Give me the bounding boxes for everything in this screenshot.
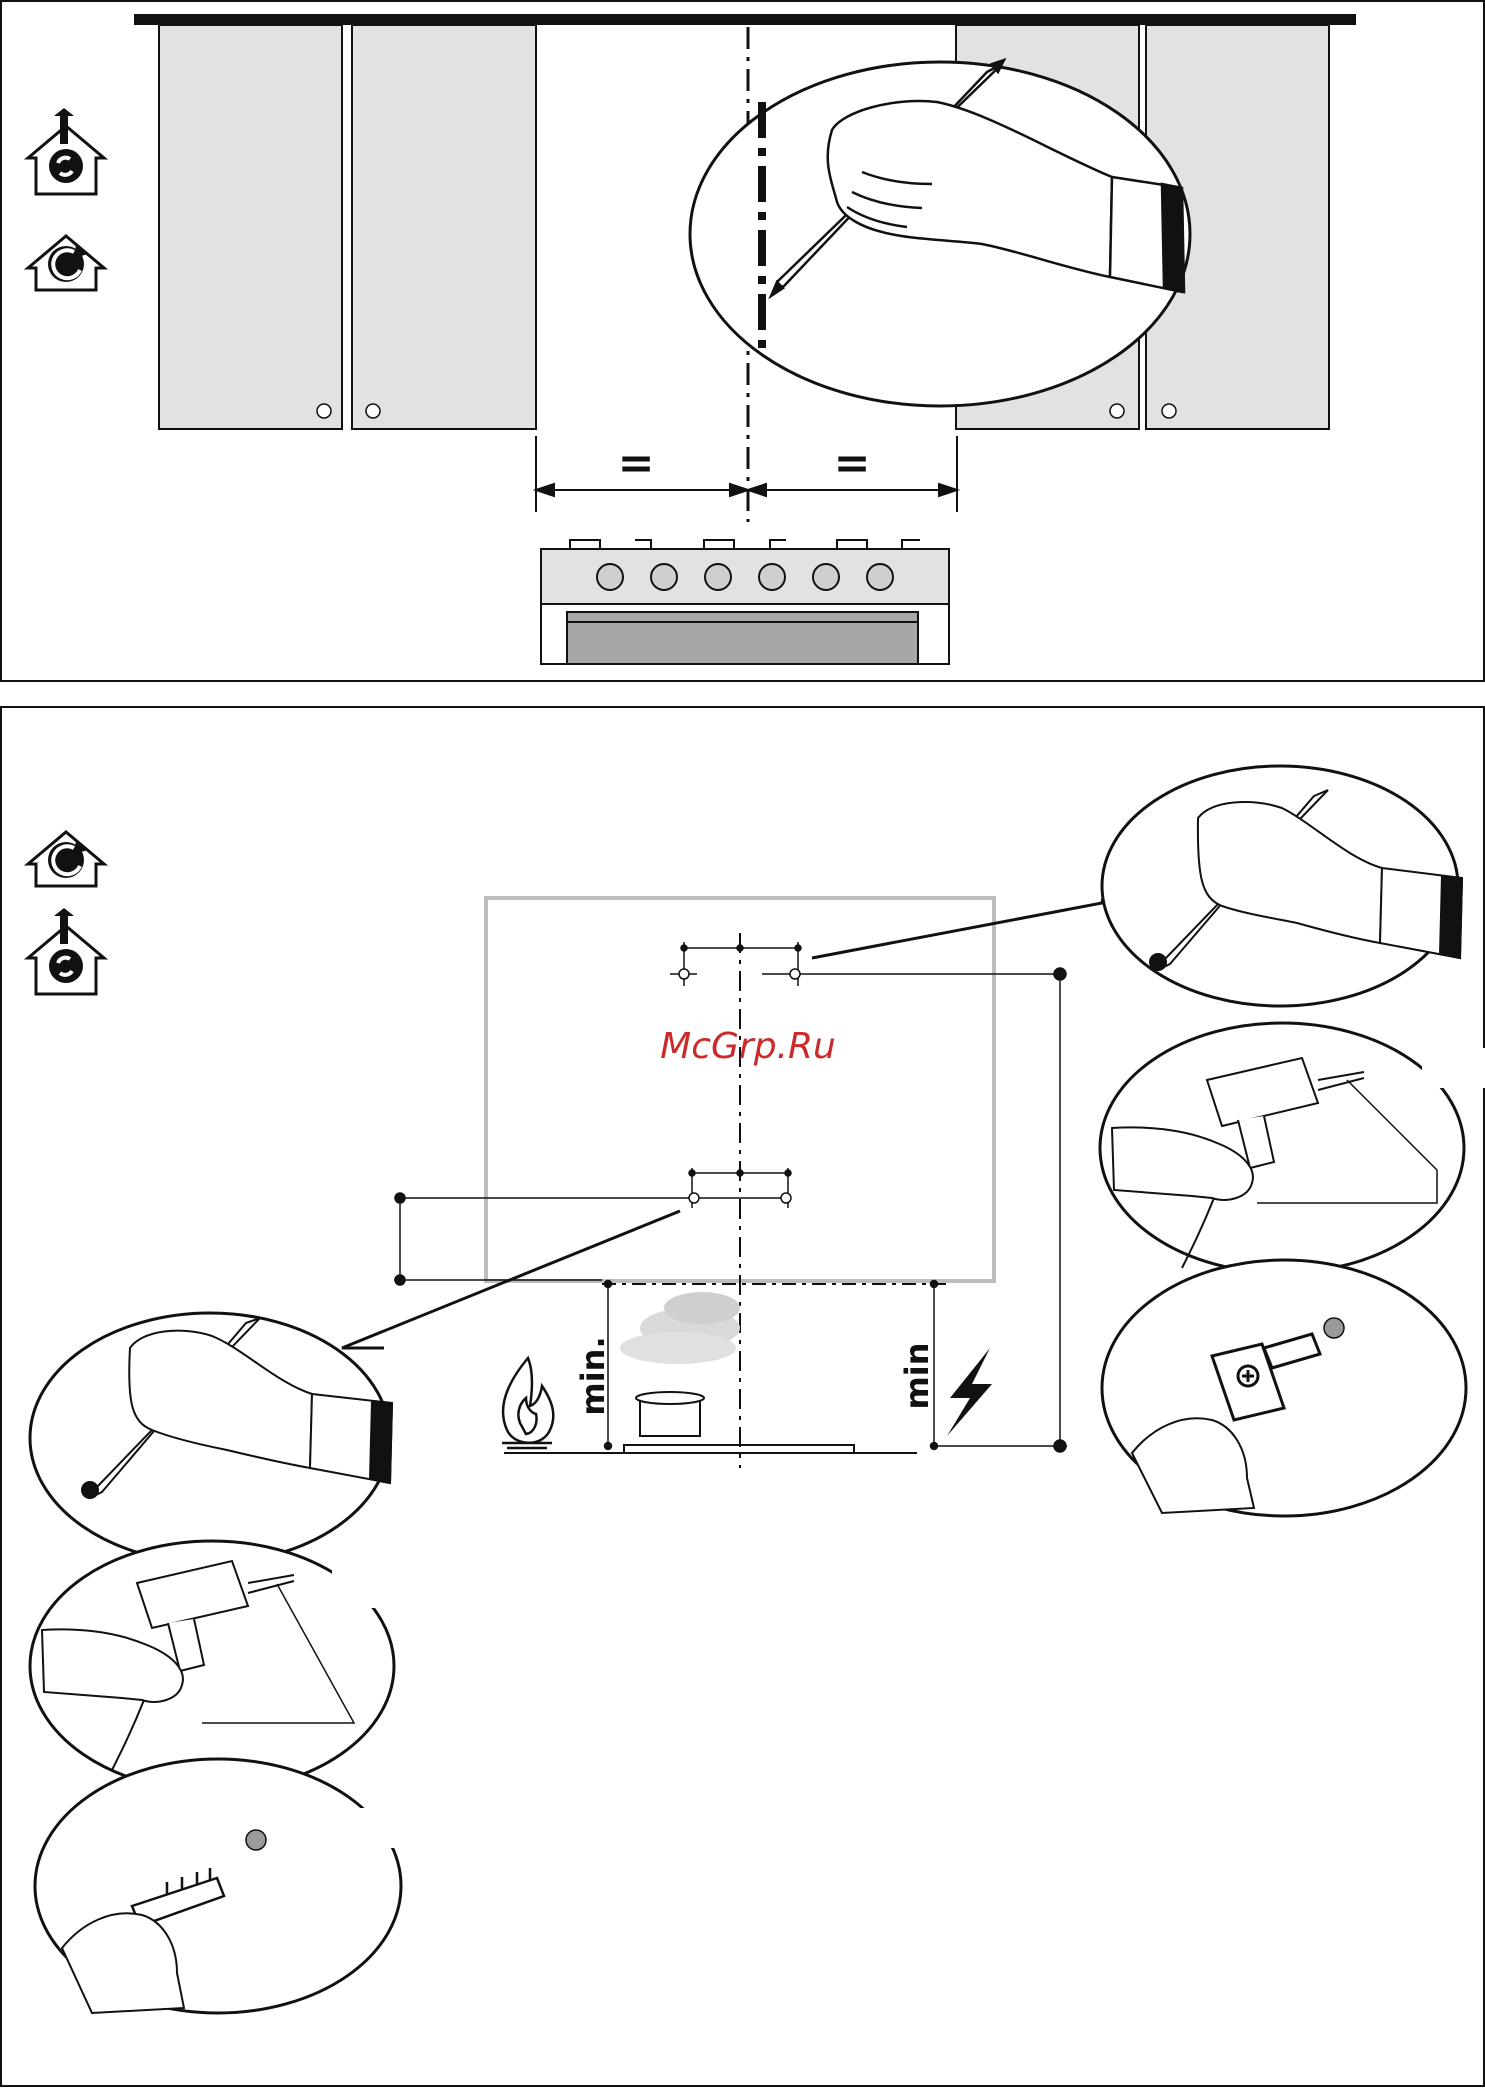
top-panel: = = bbox=[0, 0, 1485, 682]
lightning-bolt-icon bbox=[947, 1348, 992, 1436]
drilling-diagram: min. min McGrp.Ru bbox=[2, 708, 1485, 2089]
left-height-dimension bbox=[394, 1193, 602, 1285]
lower-drill-marks bbox=[400, 1168, 791, 1208]
cabinet-2 bbox=[352, 25, 536, 429]
wall-hole-icon bbox=[246, 1830, 266, 1850]
equal-sign-right: = bbox=[834, 438, 871, 489]
hand-marking-magnifier bbox=[690, 60, 1190, 406]
house-exhaust-fan-icon bbox=[28, 108, 104, 194]
min-gas-label: min. bbox=[574, 1336, 612, 1415]
ceiling-bar bbox=[134, 14, 1356, 25]
equal-sign-left: = bbox=[618, 438, 655, 489]
right-anchor-magnifier bbox=[1102, 1260, 1466, 1516]
house-recirculation-fan-icon bbox=[28, 236, 104, 290]
house-recirculation-fan-icon bbox=[28, 832, 104, 886]
hob-surface bbox=[504, 1445, 917, 1453]
cabinet-1 bbox=[159, 25, 342, 429]
left-anchor-magnifier bbox=[35, 1759, 407, 2013]
cooker bbox=[541, 540, 949, 664]
wall-hole-icon bbox=[1324, 1318, 1344, 1338]
right-marking-magnifier bbox=[812, 766, 1462, 1006]
house-exhaust-fan-icon bbox=[28, 908, 104, 994]
min-electric-label: min bbox=[898, 1342, 936, 1409]
right-drill-magnifier bbox=[1097, 1015, 1485, 1273]
gas-flame-icon bbox=[502, 1358, 553, 1448]
bottom-panel: min. min McGrp.Ru bbox=[0, 706, 1485, 2087]
left-drill-magnifier bbox=[30, 1541, 397, 1791]
centering-diagram: = = bbox=[2, 2, 1485, 684]
watermark: McGrp.Ru bbox=[660, 1026, 836, 1067]
right-height-dimension bbox=[932, 968, 1067, 1452]
steaming-pot-icon bbox=[620, 1292, 740, 1436]
